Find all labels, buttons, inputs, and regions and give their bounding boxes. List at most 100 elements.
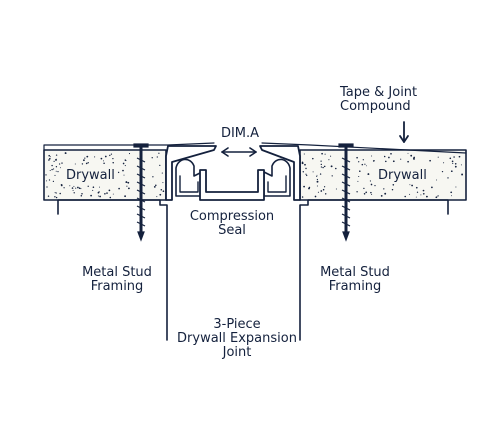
drywall-speckle [109, 154, 111, 157]
drywall-speckle [87, 162, 89, 164]
drywall-speckle [55, 154, 58, 156]
drywall-speckle [461, 173, 464, 176]
drywall-speckle [436, 179, 438, 181]
drywall-speckle [335, 167, 337, 170]
drywall-speckle [437, 156, 439, 158]
drywall-speckle [124, 195, 126, 198]
expansion-joint-label: 3-Piece Drywall Expansion Joint [168, 318, 306, 360]
drywall-speckle [441, 170, 444, 173]
drywall-speckle [367, 173, 370, 176]
drywall-speckle [317, 191, 319, 193]
drywall-speckle [422, 189, 425, 192]
drywall-speckle [75, 187, 77, 189]
dim-a-label: DIM.A [220, 126, 260, 141]
metal-stud-left-label: Metal Stud Framing [74, 266, 160, 294]
drywall-speckle [460, 164, 462, 166]
drywall-speckle [125, 181, 128, 184]
drywall-speckle [370, 191, 372, 194]
drywall-speckle [47, 195, 50, 197]
compression-seal-label-line2: Seal [218, 223, 246, 238]
drywall-speckle [301, 196, 304, 198]
drywall-speckle [431, 186, 433, 189]
drywall-speckle [388, 156, 390, 159]
drywall-speckle [330, 155, 332, 157]
tape-joint-label-line2: Compound [340, 99, 411, 114]
screw-left [133, 143, 149, 242]
drywall-speckle [323, 165, 326, 168]
drywall-speckle [322, 188, 325, 191]
drywall-speckle [73, 192, 75, 194]
drywall-speckle [112, 161, 114, 164]
drywall-speckle [162, 190, 165, 193]
drywall-speckle [312, 157, 314, 160]
drywall-speckle [55, 166, 58, 168]
drywall-speckle [59, 167, 61, 169]
drywall-speckle [155, 184, 157, 187]
drywall-speckle [92, 186, 95, 188]
drywall-speckle [316, 174, 318, 176]
tape-layer-right [261, 142, 467, 154]
drywall-speckle [109, 196, 112, 199]
drywall-speckle [364, 163, 366, 165]
drywall-speckle [451, 195, 452, 197]
drywall-speckle [61, 162, 63, 164]
drywall-speckle [319, 173, 322, 175]
drywall-speckle [159, 193, 162, 196]
drywall-speckle [420, 194, 422, 196]
drywall-speckle [324, 153, 326, 155]
drywall-speckle [357, 180, 359, 182]
drywall-speckle [371, 155, 373, 157]
drywall-speckle [369, 180, 371, 182]
drywall-speckle [54, 174, 56, 176]
drywall-speckle [159, 164, 161, 167]
drywall-speckle [53, 160, 55, 162]
drywall-speckle [51, 164, 53, 167]
drywall-speckle [422, 192, 425, 195]
drywall-speckle [118, 187, 120, 190]
drywall-speckle [363, 193, 366, 195]
tape-joint-label: Tape & Joint Compound [340, 86, 417, 114]
drywall-speckle [69, 185, 71, 187]
drywall-speckle [330, 165, 333, 168]
drywall-speckle [151, 157, 153, 159]
drywall-speckle [49, 169, 51, 172]
metal-stud-left-label-line2: Framing [90, 279, 144, 294]
drywall-speckle [365, 191, 368, 194]
drywall-speckle [324, 193, 327, 195]
drywall-speckle [416, 191, 419, 193]
drywall-speckle [450, 170, 453, 173]
drywall-speckle [104, 155, 107, 158]
drywall-speckle [156, 156, 158, 158]
drywall-speckle [82, 159, 85, 162]
drywall-speckle [55, 158, 57, 161]
drywall-speckle [328, 159, 330, 161]
drywall-speckle [383, 155, 386, 158]
drywall-speckle [127, 187, 130, 190]
drywall-speckle [400, 158, 402, 160]
drywall-speckle [48, 179, 51, 181]
drywall-speckle [92, 189, 94, 191]
drywall-speckle [45, 174, 47, 176]
drywall-speckle [48, 159, 50, 161]
drywall-speckle [54, 192, 56, 194]
drywall-speckle [436, 196, 438, 198]
drywall-speckle [78, 187, 81, 189]
drywall-speckle [81, 193, 83, 195]
drywall-speckle [49, 156, 51, 158]
metal-stud-left [57, 199, 168, 341]
drywall-speckle [72, 189, 74, 191]
drywall-speckle [90, 194, 92, 197]
drywall-speckle [362, 159, 364, 161]
drywall-speckle [117, 171, 120, 174]
tape-joint-label-line1: Tape & Joint [340, 85, 418, 100]
drywall-speckle [112, 193, 114, 195]
drywall-speckle [48, 157, 51, 160]
drywall-speckle [447, 177, 449, 179]
drywall-right-label: Drywall [378, 168, 427, 183]
expansion-joint-label-line3: Joint [222, 345, 252, 360]
drywall-speckle [156, 196, 158, 198]
drywall-speckle [356, 156, 358, 159]
drywall-speckle [415, 186, 418, 189]
compression-seal-label-line1: Compression [189, 209, 275, 224]
